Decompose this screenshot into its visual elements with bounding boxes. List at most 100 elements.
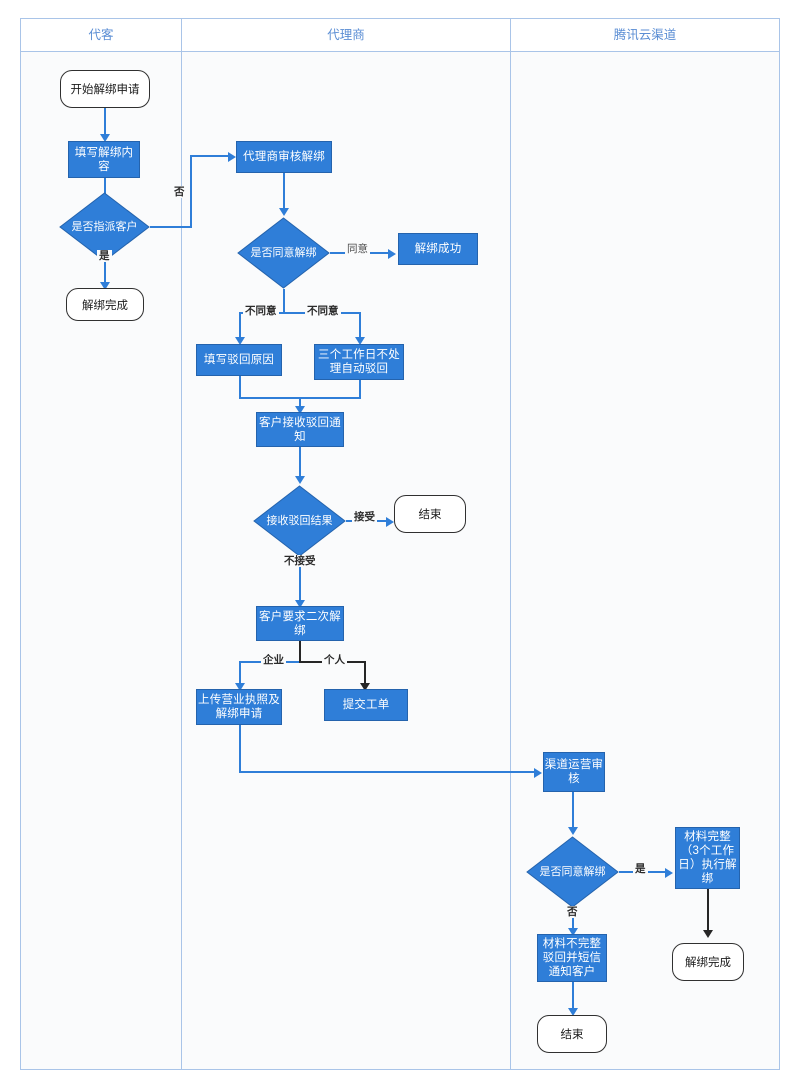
edge-receive-to-result — [299, 447, 301, 480]
arrow-agree-yes — [388, 249, 396, 259]
arrow-enterprise — [235, 683, 245, 691]
node-material-complete[interactable]: 材料完整（3个工作日）执行解绑 — [675, 827, 740, 889]
node-channel-agree-unbind[interactable]: 是否同意解绑 — [526, 836, 619, 908]
arrow-receive-to-result — [295, 476, 305, 484]
lane-header-channel: 腾讯云渠道 — [511, 19, 779, 52]
edge-label-personal: 个人 — [322, 654, 347, 666]
node-start-apply[interactable]: 开始解绑申请 — [60, 70, 150, 108]
node-agent-review-label: 代理商审核解绑 — [243, 151, 325, 163]
arrow-accept — [386, 517, 394, 527]
edge-agree-no-stem — [283, 289, 285, 313]
node-submit-ticket[interactable]: 提交工单 — [324, 689, 408, 721]
arrow-assign-yes — [100, 282, 110, 290]
arrow-reject-merge — [295, 406, 305, 414]
arrow-agentreview-to-agree — [279, 208, 289, 216]
edge-channel-to-decision — [572, 792, 574, 830]
node-fill-content-label: 填写解绑内容 — [74, 146, 134, 173]
swimlane-board: 代客 代理商 腾讯云渠道 — [20, 18, 780, 1070]
diamond-shape-reject-result — [253, 485, 346, 557]
edge-upload-to-channel — [239, 771, 538, 773]
edge-label-accept: 接受 — [352, 511, 377, 523]
lane-header-customer-label: 代客 — [88, 28, 114, 42]
arrow-not-accept — [295, 600, 305, 608]
edge-label-not-accept: 不接受 — [282, 555, 318, 567]
edge-agentreview-to-agree — [283, 173, 285, 211]
edge-agree-no-right-v — [359, 312, 361, 341]
node-agree-unbind[interactable]: 是否同意解绑 — [237, 217, 330, 289]
node-auto-reject[interactable]: 三个工作日不处理自动驳回 — [314, 344, 404, 380]
edge-not-accept — [299, 557, 301, 605]
node-upload-license[interactable]: 上传营业执照及解绑申请 — [196, 689, 282, 725]
lane-divider-2 — [510, 19, 511, 1069]
node-customer-receive-reject-label: 客户接收驳回通知 — [259, 416, 341, 443]
edge-material-to-done — [707, 889, 709, 934]
node-material-incomplete-label: 材料不完整驳回并短信通知客户 — [542, 938, 602, 978]
edge-assign-yes — [104, 262, 106, 286]
node-fill-reject-reason[interactable]: 填写驳回原因 — [196, 344, 282, 376]
node-upload-license-label: 上传营业执照及解绑申请 — [198, 694, 280, 720]
edge-label-disagree-left: 不同意 — [243, 305, 279, 317]
node-end-2[interactable]: 结束 — [537, 1015, 607, 1053]
edge-incomplete-to-end — [572, 982, 574, 1012]
edge-channel-no — [572, 908, 574, 932]
edge-personal-v — [364, 661, 366, 687]
edge-label-channel-yes: 是 — [633, 863, 648, 875]
node-unbind-done-2[interactable]: 解绑完成 — [672, 943, 744, 981]
lane-header-agent: 代理商 — [182, 19, 510, 52]
edge-second-stem — [299, 641, 301, 662]
arrow-channel-no — [568, 928, 578, 936]
node-unbind-done-1[interactable]: 解绑完成 — [66, 288, 144, 321]
edge-agree-no-left-v — [239, 312, 241, 341]
edge-enterprise-v — [239, 661, 241, 687]
node-unbind-success[interactable]: 解绑成功 — [398, 233, 478, 265]
node-end-2-label: 结束 — [560, 1029, 584, 1041]
node-auto-reject-label: 三个工作日不处理自动驳回 — [318, 349, 400, 375]
edge-label-channel-no: 否 — [565, 906, 580, 918]
node-material-incomplete[interactable]: 材料不完整驳回并短信通知客户 — [537, 934, 607, 982]
arrow-agree-no-left — [235, 337, 245, 345]
node-end-1-label: 结束 — [418, 509, 442, 521]
arrow-channel-yes — [665, 868, 673, 878]
arrow-personal — [360, 683, 370, 691]
edge-upload-down — [239, 725, 241, 772]
node-start-apply-label: 开始解绑申请 — [70, 84, 140, 96]
node-unbind-done-2-label: 解绑完成 — [685, 957, 731, 969]
arrow-start-to-fill — [100, 134, 110, 142]
edge-label-yes-assign: 是 — [97, 250, 112, 262]
edge-start-to-fill — [104, 108, 106, 138]
edge-label-enterprise: 企业 — [261, 654, 286, 666]
node-channel-review[interactable]: 渠道运营审核 — [543, 752, 605, 792]
edge-agree-no-split — [239, 312, 361, 314]
lane-header-channel-label: 腾讯云渠道 — [613, 28, 677, 42]
node-fill-content[interactable]: 填写解绑内容 — [68, 141, 140, 178]
node-customer-second-request[interactable]: 客户要求二次解绑 — [256, 606, 344, 641]
node-agent-review[interactable]: 代理商审核解绑 — [236, 141, 332, 173]
arrow-channel-to-decision — [568, 827, 578, 835]
node-unbind-done-1-label: 解绑完成 — [82, 299, 128, 312]
diamond-shape-agree — [237, 217, 330, 289]
arrow-upload-to-channel — [534, 768, 542, 778]
node-submit-ticket-label: 提交工单 — [342, 699, 390, 711]
edge-reject-reason-down — [239, 376, 241, 398]
node-receive-reject-result[interactable]: 接收驳回结果 — [253, 485, 346, 557]
node-fill-reject-reason-label: 填写驳回原因 — [203, 354, 275, 366]
node-unbind-success-label: 解绑成功 — [414, 243, 462, 255]
arrow-incomplete-to-end — [568, 1008, 578, 1016]
node-customer-second-request-label: 客户要求二次解绑 — [259, 610, 341, 637]
node-end-1[interactable]: 结束 — [394, 495, 466, 533]
edge-reject-merge-down — [299, 397, 301, 411]
lane-header-agent-label: 代理商 — [327, 28, 365, 42]
node-material-complete-label: 材料完整（3个工作日）执行解绑 — [678, 831, 737, 885]
arrow-material-to-done — [703, 930, 713, 938]
diamond-shape-channel-agree — [526, 836, 619, 908]
lane-divider-1 — [181, 19, 182, 1069]
edge-label-no-assign: 否 — [172, 186, 187, 198]
edge-label-agree: 同意 — [345, 243, 370, 255]
node-customer-receive-reject[interactable]: 客户接收驳回通知 — [256, 412, 344, 447]
arrow-assign-no — [228, 152, 236, 162]
edge-assign-no-h1 — [150, 226, 192, 228]
node-channel-review-label: 渠道运营审核 — [544, 759, 604, 785]
edge-label-disagree-right: 不同意 — [305, 305, 341, 317]
edge-auto-reject-down — [359, 380, 361, 398]
